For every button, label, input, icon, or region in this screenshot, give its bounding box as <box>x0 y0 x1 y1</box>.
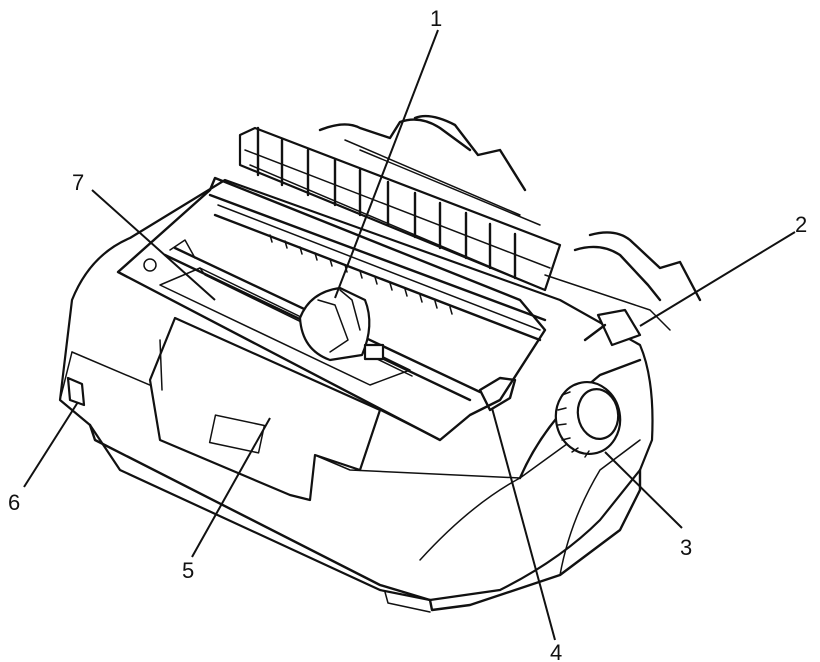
leader-2 <box>639 231 796 327</box>
leader-4 <box>491 407 556 641</box>
callout-1: 1 <box>430 6 442 31</box>
power-switch <box>66 376 86 407</box>
leader-lines <box>23 29 796 641</box>
printer-shell <box>58 178 654 602</box>
ribbon-release <box>478 376 517 412</box>
callout-4: 4 <box>550 640 562 662</box>
leader-6 <box>23 401 79 488</box>
platen-knob <box>554 381 622 458</box>
platen-area <box>116 176 547 442</box>
access-cover <box>148 316 441 502</box>
callout-6: 6 <box>8 490 20 515</box>
release-knob <box>143 258 157 272</box>
leader-5 <box>191 417 271 558</box>
paper-lever <box>583 308 642 347</box>
callout-labels: 1 2 3 4 5 6 7 <box>8 6 807 662</box>
paper-guides <box>318 114 702 331</box>
callout-5: 5 <box>182 558 194 583</box>
print-head <box>298 286 385 362</box>
leader-3 <box>604 451 683 529</box>
leader-1 <box>334 29 439 299</box>
paper-separator <box>238 126 562 292</box>
callout-3: 3 <box>680 535 692 560</box>
printer-body <box>58 178 654 613</box>
leader-7 <box>91 189 216 301</box>
callout-2: 2 <box>795 212 807 237</box>
callout-7: 7 <box>72 170 84 195</box>
top-opening <box>116 176 547 442</box>
